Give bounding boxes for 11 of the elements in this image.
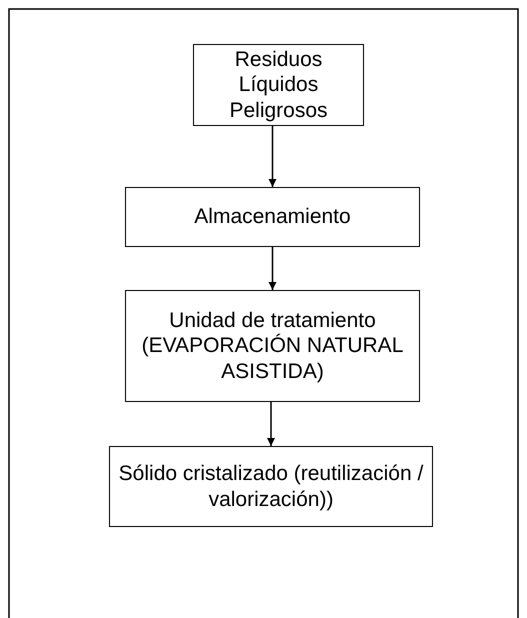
process-box [193, 44, 364, 126]
process-box [109, 446, 433, 527]
process-box [125, 290, 420, 402]
arrow [267, 402, 275, 446]
process-box [125, 187, 420, 247]
arrow [268, 126, 276, 187]
box-label: Almacenamiento [194, 204, 351, 230]
arrow [268, 247, 276, 290]
box-label: Unidad de tratamiento (EVAPORACIÓN NATURAL ASISTIDA) [140, 308, 404, 384]
box-label: Sólido cristalizado (reutilización / valorización)) [118, 460, 424, 512]
box-label: Residuos Líquidos Peligrosos [228, 46, 329, 124]
